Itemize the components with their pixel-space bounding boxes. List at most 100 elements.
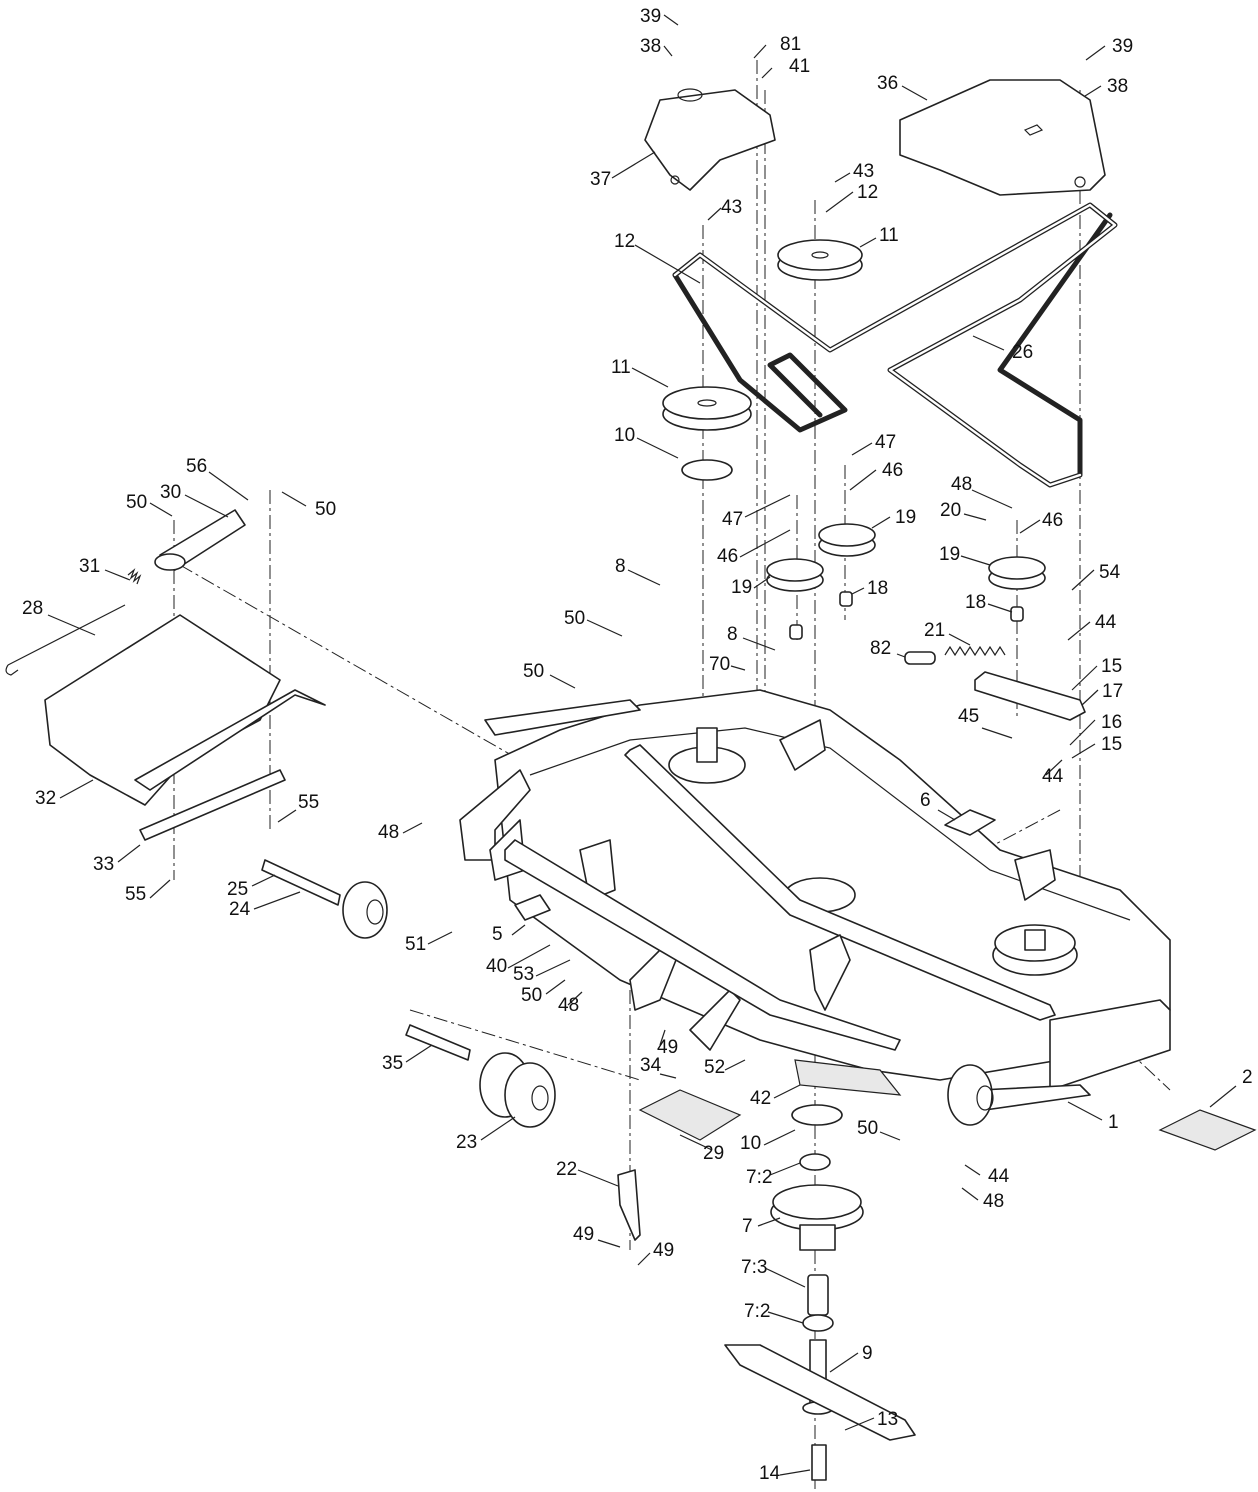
callout-leader [480,1116,516,1141]
callout-leader [753,44,767,59]
callout-leader [577,1169,619,1187]
bearing-upper [799,1153,831,1171]
callout-label: 50 [564,608,585,629]
callout-leader [1071,569,1095,591]
callout-leader [960,555,991,566]
callout-label: 51 [405,934,426,955]
callout-leader [636,437,679,459]
callout-label: 15 [1101,656,1122,677]
callout-leader [1067,621,1091,641]
callout-leader [744,494,791,518]
callout-label: 50 [126,492,147,513]
callout-label: 42 [750,1088,771,1109]
callout-label: 48 [378,822,399,843]
callout-label: 6 [920,790,931,811]
callout-label: 32 [35,788,56,809]
callout-label: 48 [983,1191,1004,1212]
callout-leader [627,569,661,586]
callout-leader [769,1162,801,1176]
callout-label: 45 [958,706,979,727]
callout-label: 15 [1101,734,1122,755]
callout-leader [659,1073,677,1079]
callout-label: 7:2 [744,1301,770,1322]
callout-leader [730,665,746,671]
callout-leader [779,1469,811,1476]
right-belt-cover [899,79,1106,196]
callout-label: 19 [895,507,916,528]
callout-leader [981,727,1013,739]
callout-leader [753,576,771,589]
callout-leader [1209,1085,1237,1108]
callout-leader [405,1044,433,1063]
callout-leader [964,1164,981,1176]
callout-leader [1085,45,1106,61]
callout-label: 54 [1099,562,1121,583]
decal-42 [794,1059,902,1096]
callout-label: 11 [611,357,631,378]
callout-leader [149,879,171,899]
callout-label: 46 [717,546,738,567]
spindle-spacer [807,1274,829,1316]
deck-spindle-left [668,727,746,784]
callout-label: 14 [759,1463,781,1484]
spacer-c [1010,606,1024,622]
callout-leader [184,494,229,518]
callout-leader [1081,689,1099,706]
callout-leader [859,237,877,248]
callout-label: 39 [640,6,661,27]
decal-5 [514,894,551,921]
callout-leader [511,924,526,936]
decal-6 [944,809,996,836]
callout-leader [1071,743,1096,759]
callout-label: 44 [1095,612,1117,633]
callout-label: 48 [558,995,579,1016]
idler-pulley-b [766,558,824,592]
callout-leader [971,489,1013,509]
callout-leader [963,513,987,521]
left-belt-cover [644,88,776,191]
callout-label: 49 [653,1240,674,1261]
callout-leader [961,1187,979,1201]
deflector-pivot [154,509,246,571]
callout-leader [764,1267,806,1288]
spindle-housing [770,1184,864,1251]
callout-leader [896,653,906,658]
callout-label: 50 [857,1118,878,1139]
callout-label: 16 [1101,712,1122,733]
callout-label: 39 [1112,36,1133,57]
callout-leader [724,1059,746,1071]
callout-label: 44 [988,1166,1010,1187]
callout-leader [879,1131,901,1141]
washer-upper [681,459,733,481]
callout-label: 34 [640,1055,662,1076]
callout-leader [834,172,851,183]
callout-leader [104,569,131,581]
callout-leader [844,1417,875,1431]
callout-leader [851,442,873,456]
callout-label: 17 [1102,681,1123,702]
callout-leader [507,944,551,969]
callout-leader [849,469,877,491]
callout-leader [742,637,776,651]
callout-leader [773,1084,801,1099]
callout-leader [586,619,623,637]
callout-label: 41 [789,56,810,77]
callout-leader [659,1029,666,1046]
callout-leader [767,1311,804,1324]
callout-leader [545,979,566,995]
callout-label: 44 [1042,766,1064,787]
callout-leader [208,471,249,501]
callout-label: 33 [93,854,114,875]
callout-leader [937,809,956,821]
callout-leader [761,67,773,79]
callout-label: 36 [877,73,898,94]
rear-wheel-axle [405,1024,471,1061]
callout-leader [829,1352,859,1373]
callout-leader [1067,1101,1103,1121]
callout-label: 25 [227,879,248,900]
callout-label: 9 [862,1343,873,1364]
callout-leader [763,1129,796,1146]
callout-label: 55 [125,884,146,905]
callout-label: 50 [315,499,336,520]
